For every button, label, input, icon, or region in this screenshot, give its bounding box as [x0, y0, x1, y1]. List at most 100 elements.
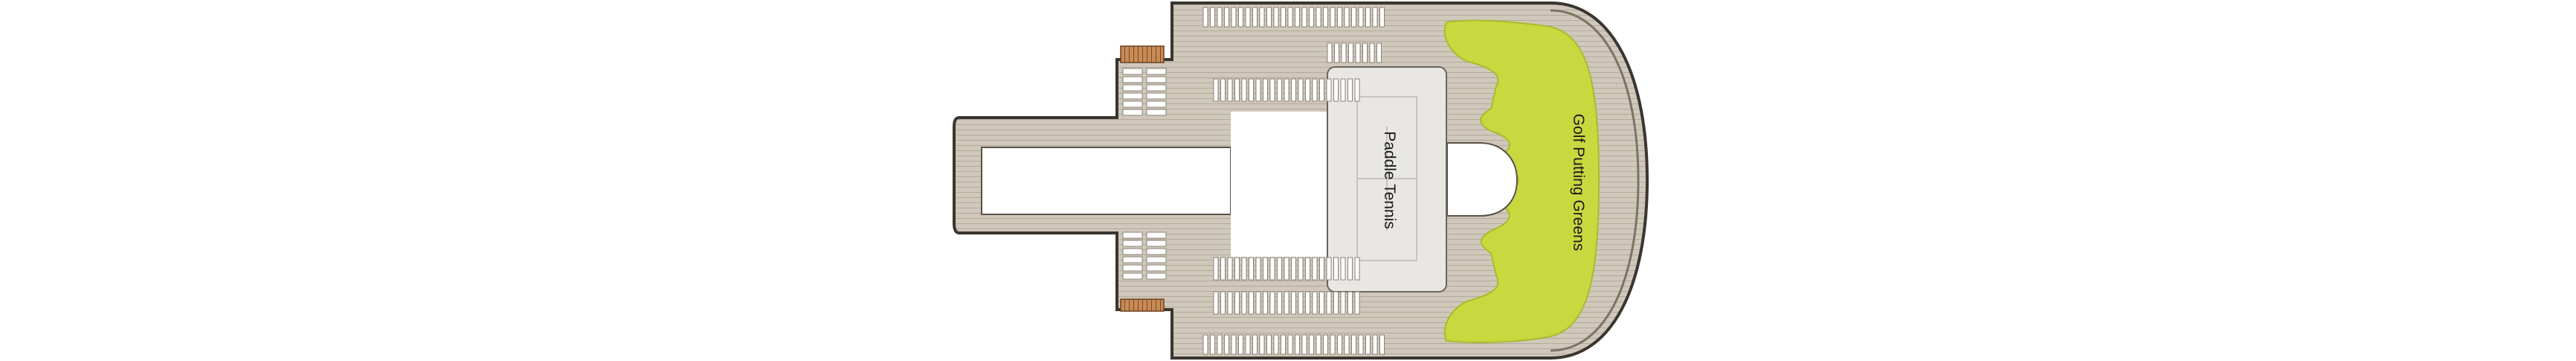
sun-lounger — [1358, 334, 1364, 355]
sun-lounger — [1340, 78, 1346, 102]
sun-lounger — [1234, 257, 1240, 281]
sun-lounger — [1298, 78, 1304, 102]
sun-lounger — [1255, 257, 1261, 281]
sun-lounger — [1122, 84, 1143, 92]
sun-lounger — [1277, 291, 1282, 315]
sun-lounger — [1372, 334, 1378, 355]
sun-lounger — [1122, 256, 1143, 263]
sun-lounger — [1224, 7, 1229, 28]
sun-lounger — [1269, 78, 1275, 102]
lounger-row — [1327, 42, 1382, 63]
sun-lounger — [1348, 42, 1353, 63]
aft-open-well — [981, 147, 1231, 215]
sun-lounger — [1351, 7, 1356, 28]
sun-lounger — [1231, 7, 1237, 28]
sun-lounger — [1202, 7, 1208, 28]
sun-lounger — [1259, 7, 1265, 28]
sun-lounger — [1327, 42, 1333, 63]
sun-lounger — [1340, 291, 1346, 315]
sun-lounger — [1146, 76, 1167, 83]
sun-lounger — [1323, 334, 1328, 355]
sun-lounger — [1241, 257, 1247, 281]
sun-lounger — [1146, 256, 1167, 263]
sun-lounger — [1269, 257, 1275, 281]
sun-lounger — [1146, 248, 1167, 255]
sun-lounger — [1146, 109, 1167, 116]
sun-lounger — [1341, 42, 1347, 63]
sun-lounger — [1379, 334, 1385, 355]
sun-lounger — [1217, 334, 1223, 355]
sun-lounger — [1326, 257, 1332, 281]
sun-lounger — [1344, 334, 1350, 355]
sun-lounger — [1266, 334, 1272, 355]
sun-lounger — [1287, 334, 1293, 355]
sun-lounger — [1312, 291, 1318, 315]
sun-lounger — [1277, 78, 1282, 102]
sun-lounger — [1362, 42, 1368, 63]
sun-lounger — [1224, 334, 1229, 355]
sun-lounger — [1340, 257, 1346, 281]
sun-lounger — [1245, 334, 1251, 355]
sun-lounger — [1273, 334, 1279, 355]
sun-lounger — [1252, 7, 1258, 28]
sun-lounger — [1305, 291, 1310, 315]
sun-lounger — [1122, 240, 1143, 247]
sun-lounger — [1245, 7, 1251, 28]
stairs-upper — [1120, 45, 1165, 63]
sun-lounger — [1312, 78, 1318, 102]
sun-lounger — [1231, 334, 1237, 355]
sun-lounger — [1122, 109, 1143, 116]
sun-lounger — [1202, 334, 1208, 355]
sun-lounger — [1355, 42, 1361, 63]
sun-lounger — [1146, 264, 1167, 272]
sun-lounger — [1326, 291, 1332, 315]
sun-lounger — [1298, 257, 1304, 281]
lounger-row — [1213, 257, 1360, 281]
lounger-row — [1202, 334, 1385, 355]
sun-lounger — [1213, 291, 1219, 315]
sun-lounger — [1210, 334, 1215, 355]
sun-lounger — [1333, 78, 1339, 102]
sun-lounger — [1146, 68, 1167, 75]
sun-lounger — [1146, 272, 1167, 280]
sun-lounger — [1122, 248, 1143, 255]
lounger-column — [1146, 231, 1167, 280]
sun-lounger — [1344, 7, 1350, 28]
sun-lounger — [1305, 257, 1310, 281]
paddle-tennis-court — [1327, 66, 1447, 293]
sun-lounger — [1234, 291, 1240, 315]
sun-lounger — [1301, 334, 1307, 355]
sun-lounger — [1365, 7, 1371, 28]
sun-lounger — [1269, 291, 1275, 315]
golf-putting-greens-label: Golf Putting Greens — [1570, 113, 1587, 252]
sun-lounger — [1309, 334, 1314, 355]
sun-lounger — [1238, 7, 1243, 28]
sun-lounger — [1249, 78, 1254, 102]
sun-lounger — [1298, 291, 1304, 315]
sun-lounger — [1220, 78, 1226, 102]
sun-lounger — [1305, 78, 1310, 102]
lounger-column — [1122, 231, 1143, 280]
golf-putting-green — [1443, 19, 1600, 343]
lounger-row — [1202, 7, 1385, 28]
sun-lounger — [1220, 257, 1226, 281]
sun-lounger — [1227, 291, 1233, 315]
sun-lounger — [1347, 78, 1353, 102]
sun-lounger — [1333, 257, 1339, 281]
sun-lounger — [1234, 78, 1240, 102]
sun-lounger — [1227, 78, 1233, 102]
lounger-column — [1146, 68, 1167, 116]
mid-open-area — [1231, 112, 1327, 257]
sun-lounger — [1291, 291, 1296, 315]
sun-lounger — [1146, 92, 1167, 100]
sun-lounger — [1263, 78, 1268, 102]
sun-lounger — [1369, 42, 1375, 63]
sun-lounger — [1319, 291, 1324, 315]
sun-lounger — [1326, 78, 1332, 102]
sun-lounger — [1122, 231, 1143, 239]
sun-lounger — [1255, 78, 1261, 102]
sun-lounger — [1284, 291, 1289, 315]
sun-lounger — [1354, 257, 1360, 281]
paddle-tennis-label: Paddle Tennis — [1381, 131, 1398, 229]
